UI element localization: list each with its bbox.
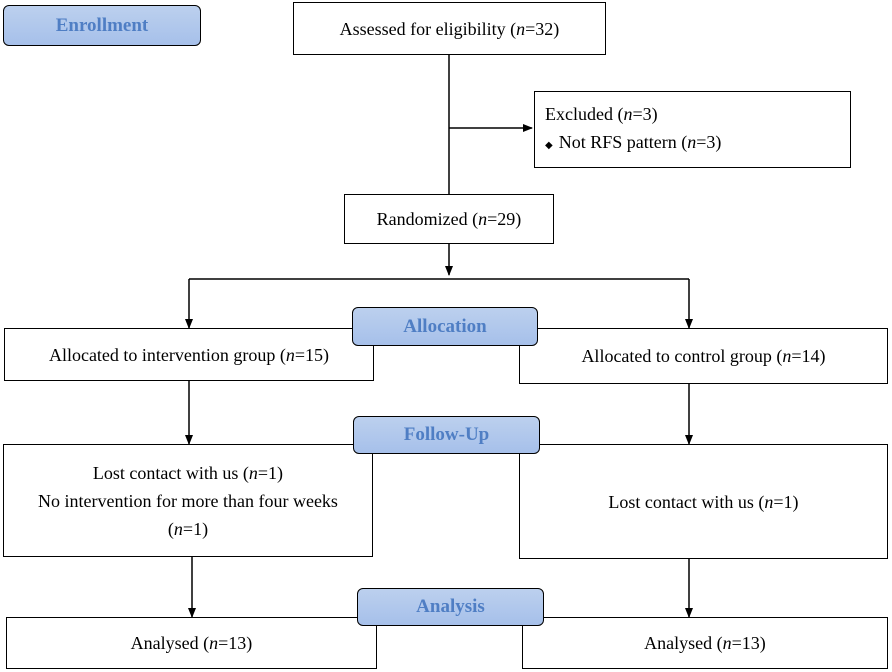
box-text: Lost contact with us (	[608, 491, 765, 512]
box-text: =1)	[257, 462, 284, 483]
enrollment-stage-label: Enrollment	[3, 5, 201, 46]
control-allocation-box: Allocated to control group (n=14)	[519, 328, 888, 384]
control-analysis-box: Analysed (n=13)	[522, 617, 888, 669]
allocation-text: Allocation	[403, 315, 487, 337]
box-text: Assessed for eligibility (	[339, 18, 517, 39]
box-text: Excluded (	[545, 103, 624, 124]
analysis-text: Analysis	[416, 596, 485, 617]
n-symbol: n	[248, 462, 258, 483]
assessed-box: Assessed for eligibility (n=32)	[293, 2, 606, 55]
analysis-stage-label: Analysis	[357, 588, 544, 626]
box-text: =29)	[487, 209, 522, 229]
randomized-box: Randomized (n=29)	[344, 194, 554, 244]
box-text: =3)	[632, 103, 658, 124]
box-text: =13)	[731, 633, 766, 653]
n-symbol: n	[478, 209, 488, 229]
box-text: Randomized (	[376, 209, 479, 229]
box-text: Allocated to control group (	[581, 346, 783, 366]
enrollment-text: Enrollment	[55, 14, 149, 36]
n-symbol: n	[764, 491, 774, 512]
box-text: Analysed (	[644, 633, 723, 653]
n-symbol: n	[173, 518, 183, 539]
box-text: =15)	[294, 344, 330, 365]
box-text: Not RFS pattern (	[558, 131, 688, 152]
n-symbol: n	[687, 131, 697, 152]
box-text: =14)	[791, 346, 826, 366]
excluded-count: Excluded (n=3)	[545, 100, 658, 128]
bullet-icon: ◆	[545, 139, 553, 151]
allocation-stage-label: Allocation	[352, 307, 538, 346]
n-symbol: n	[782, 346, 792, 366]
n-symbol: n	[516, 18, 526, 39]
box-text: Allocated to intervention group (	[48, 344, 286, 365]
excluded-box: Excluded (n=3) ◆Not RFS pattern (n=3)	[534, 91, 851, 168]
box-text: Analysed (	[130, 633, 210, 653]
box-text: =1)	[182, 518, 209, 539]
box-text: =1)	[773, 491, 799, 512]
intervention-followup-box: Lost contact with us (n=1) No interventi…	[3, 444, 373, 557]
n-symbol: n	[209, 633, 219, 653]
box-text: Lost contact with us (	[92, 462, 249, 483]
n-symbol: n	[623, 103, 633, 124]
follow-up-text: Follow-Up	[403, 424, 490, 445]
n-symbol: n	[285, 344, 295, 365]
box-text: =3)	[696, 131, 722, 152]
box-text: No intervention for more than four weeks	[38, 490, 338, 511]
control-followup-box: Lost contact with us (n=1)	[519, 444, 888, 559]
excluded-reason: ◆ Not RFS pattern (n=3)	[545, 128, 721, 160]
box-text: =32)	[525, 18, 560, 39]
follow-up-stage-label: Follow-Up	[353, 416, 540, 454]
n-symbol: n	[722, 633, 732, 653]
box-text: =13)	[218, 633, 253, 653]
box-text: (	[167, 518, 174, 539]
